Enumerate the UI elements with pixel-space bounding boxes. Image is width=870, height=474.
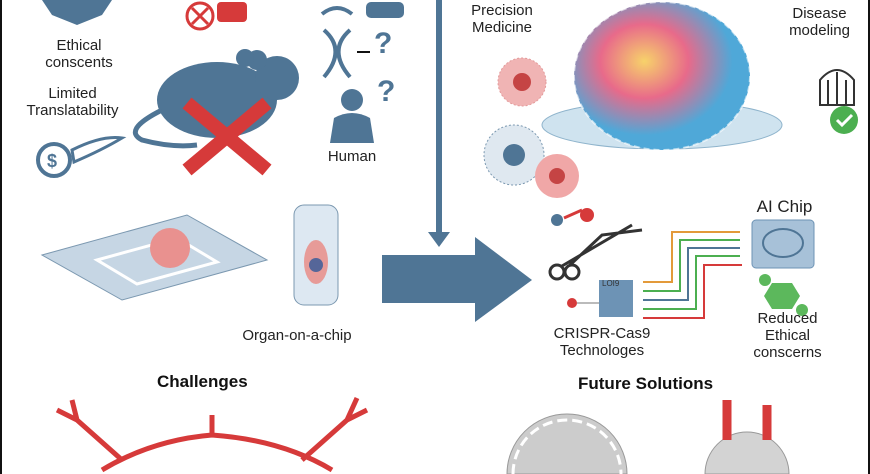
chip-tag: LOI9: [602, 279, 620, 288]
human-label: Human: [327, 148, 377, 165]
red-x-icon: [182, 97, 272, 176]
dna-icon: [320, 6, 354, 79]
down-arrow-icon: [428, 0, 450, 247]
scaffold-sphere-icon: [506, 413, 628, 474]
circuit-lines: [643, 231, 742, 319]
scissors-icon: [548, 208, 643, 281]
document-icon: [366, 2, 404, 18]
check-icon: [830, 106, 858, 134]
scaffold-vessel-icon: [704, 400, 790, 474]
big-right-arrow-icon: [382, 237, 532, 322]
reduced-ethical-label: Reduced Ethical conscerns: [753, 310, 822, 361]
cage-icon: [819, 69, 855, 106]
cell-icon: [535, 154, 579, 198]
human-icon: [330, 89, 374, 143]
disease-modeling-label: Disease modeling: [789, 5, 850, 39]
cell-icon: [497, 57, 547, 107]
challenges-heading: Challenges: [157, 372, 248, 391]
organ-on-chip-label: Organ-on-a-chip: [242, 327, 352, 344]
ai-brain-chip-icon: [751, 219, 815, 269]
organ-chip-slide-icon: [40, 214, 269, 301]
blood-vessel-icon: [55, 396, 369, 473]
organoid-sphere-icon: [573, 1, 751, 151]
prohibited-icon: [185, 1, 247, 31]
future-solutions-heading: Future Solutions: [578, 374, 714, 393]
ethical-concerns-label: Ethical conscents: [45, 37, 113, 71]
organ-cylinder-icon: [293, 204, 339, 306]
question-mark: ?: [377, 75, 396, 108]
green-molecule-icon: [759, 274, 808, 316]
precision-medicine-label: Precision Medicine: [471, 2, 533, 36]
handshake-icon: [42, 0, 112, 25]
ai-chip-label: AI Chip: [756, 197, 813, 216]
question-mark: ?: [374, 27, 393, 60]
crispr-label: CRISPR-Cas9 Technologes: [553, 325, 651, 359]
limited-translatability-label: Limited Translatability: [26, 85, 119, 119]
svg-text:$: $: [47, 151, 57, 171]
cell-icon: [483, 124, 545, 186]
money-wings-icon: $: [36, 136, 127, 178]
crispr-chip-icon: [567, 280, 633, 317]
